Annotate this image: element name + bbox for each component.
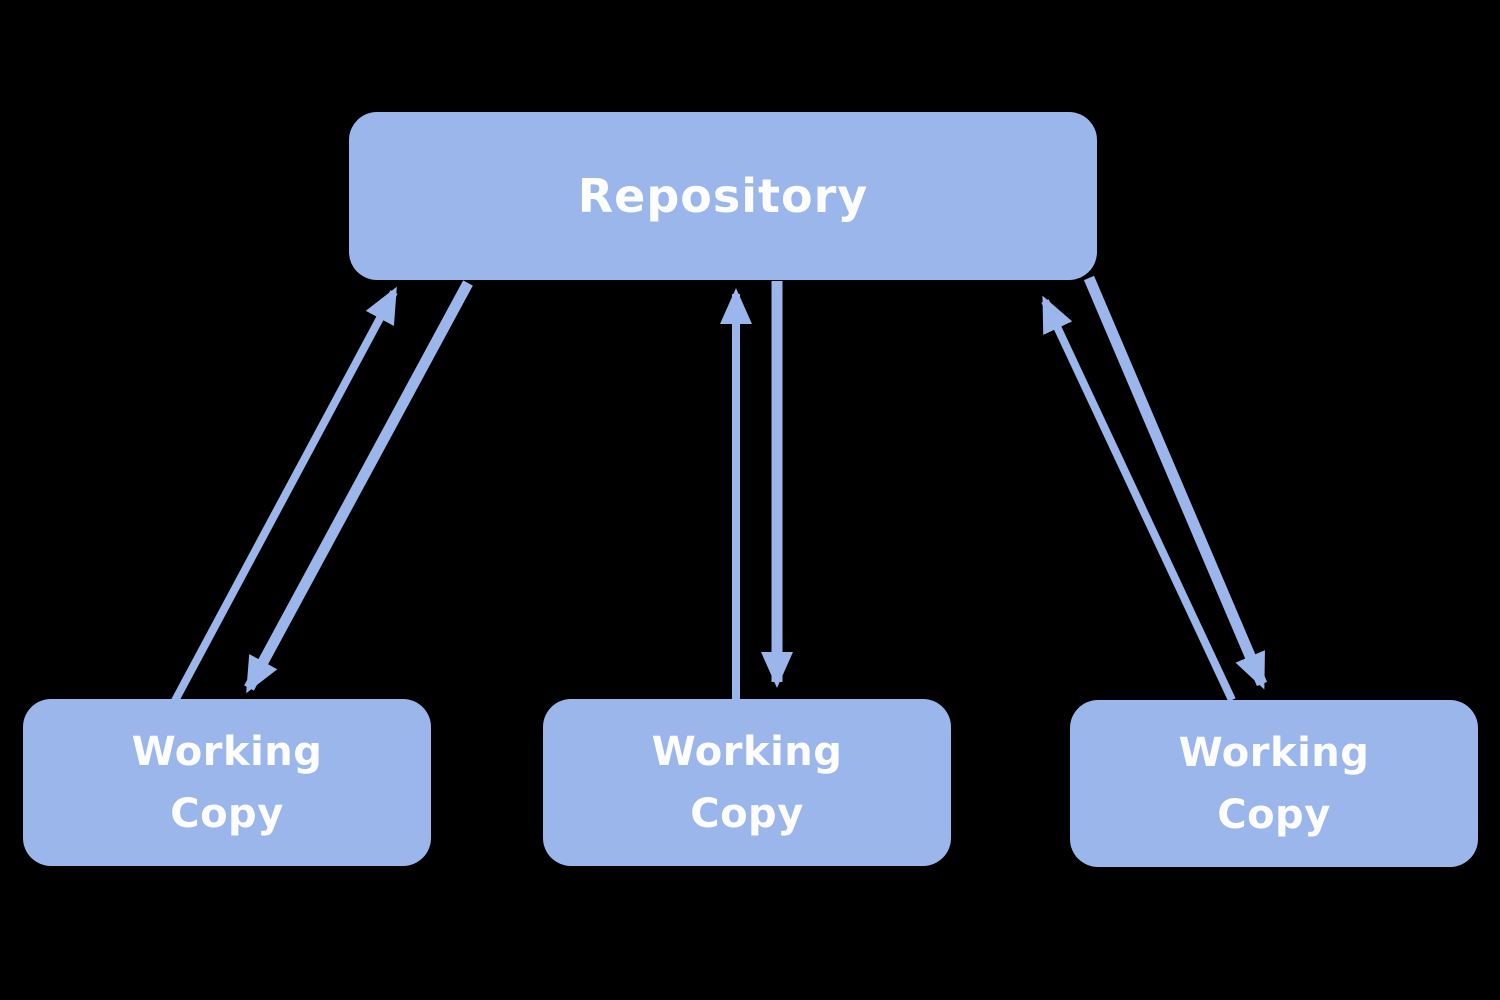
working-copy-2-label: Working Copy (651, 728, 843, 837)
arrow-repository-to-working-copy-3 (1083, 275, 1268, 690)
node-working-copy-1: Working Copy (23, 699, 431, 866)
node-repository: Repository (349, 112, 1097, 280)
node-working-copy-2: Working Copy (543, 699, 951, 866)
arrow-working-copy-1-to-repository (166, 286, 398, 712)
arrow-repository-to-working-copy-1 (244, 280, 473, 694)
arrow-working-copy-3-to-repository (1041, 295, 1236, 702)
node-working-copy-3: Working Copy (1070, 700, 1478, 867)
working-copy-3-label: Working Copy (1178, 729, 1370, 838)
working-copy-1-label: Working Copy (131, 728, 323, 837)
repository-label: Repository (577, 169, 869, 223)
